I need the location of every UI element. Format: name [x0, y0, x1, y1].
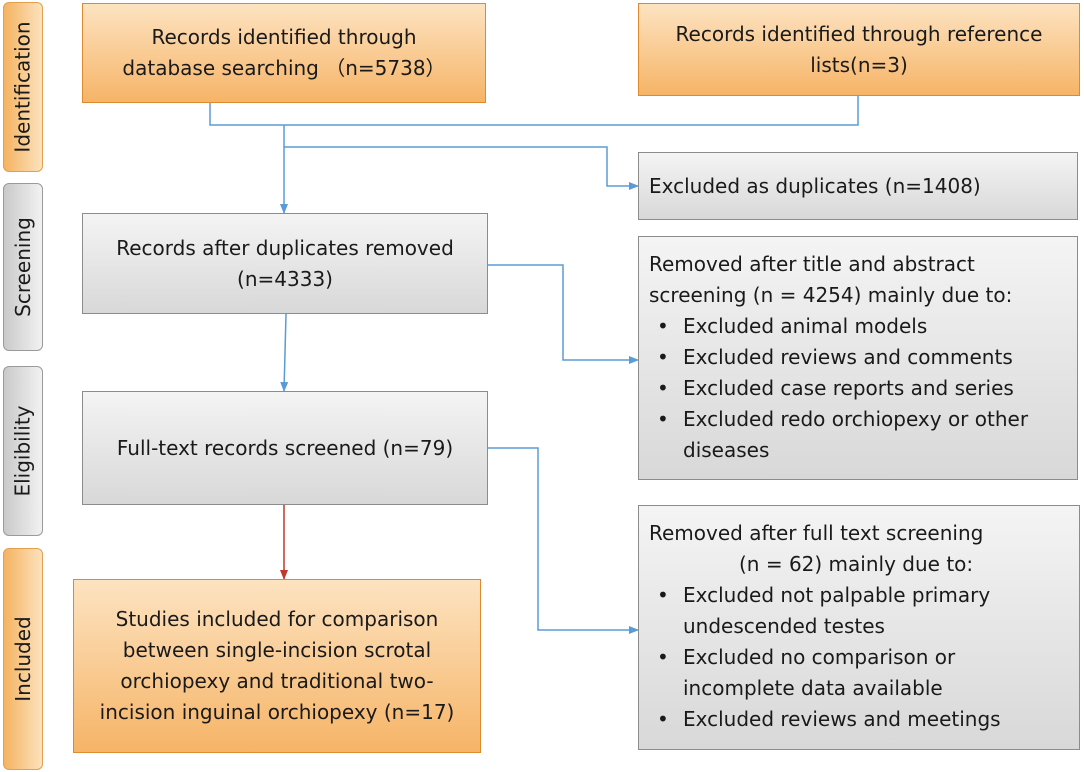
list-item: Excluded animal models: [649, 311, 1067, 342]
included-line1: Studies included for comparison: [115, 607, 439, 631]
studies-included-box: Studies included for comparison between …: [73, 579, 481, 753]
database-search-box: Records identified through database sear…: [82, 3, 486, 103]
phase-label-screening: Screening: [3, 183, 43, 351]
list-item: Excluded redo orchiopexy or other diseas…: [649, 404, 1067, 466]
list-item: Excluded case reports and series: [649, 373, 1067, 404]
included-line3: orchiopexy and traditional two-: [120, 669, 434, 693]
after-duplicates-line1: Records after duplicates removed: [116, 235, 454, 260]
fulltext-removed-reasons: Excluded not palpable primary undescende…: [649, 580, 1069, 735]
list-item: Excluded no comparison or incomplete dat…: [649, 642, 1069, 704]
arrow-to-duplicates-excluded: [284, 146, 639, 190]
phase-label-eligibility: Eligibility: [3, 366, 43, 536]
list-item: Excluded not palpable primary undescende…: [649, 580, 1069, 642]
reference-line2: lists(n=3): [810, 52, 908, 77]
included-line4: incision inguinal orchiopexy (n=17): [99, 700, 455, 724]
list-item: Excluded reviews and comments: [649, 342, 1067, 373]
list-item: Excluded reviews and meetings: [649, 704, 1069, 735]
merge-connector: [209, 96, 859, 126]
after-duplicates-box: Records after duplicates removed (n=4333…: [82, 213, 488, 314]
arrow-to-fulltext-screened: [280, 313, 289, 392]
reference-line1: Records identified through reference: [675, 21, 1043, 46]
fulltext-screened-box: Full-text records screened (n=79): [82, 391, 488, 505]
reference-lists-box: Records identified through reference lis…: [638, 3, 1080, 96]
phase-label-included: Included: [3, 548, 43, 770]
title-abstract-line2: screening (n = 4254) mainly due to:: [649, 283, 1013, 307]
database-line2: database searching （n=5738）: [122, 56, 446, 80]
fulltext-screened-text: Full-text records screened (n=79): [116, 435, 454, 460]
phase-label-identification: Identification: [3, 2, 43, 172]
included-line2: between single-incision scrotal: [122, 638, 432, 662]
fulltext-removed-line1: Removed after full text screening: [649, 521, 984, 545]
duplicates-excluded-box: Excluded as duplicates (n=1408): [638, 152, 1078, 220]
title-abstract-line1: Removed after title and abstract: [649, 252, 975, 276]
fulltext-removed-line2: (n = 62) mainly due to:: [739, 552, 974, 576]
arrow-to-title-abstract: [488, 264, 639, 364]
fulltext-removed-box: Removed after full text screening (n = 6…: [638, 505, 1080, 750]
after-duplicates-line2: (n=4333): [237, 266, 333, 291]
database-line1: Records identified through: [151, 25, 417, 49]
title-abstract-reasons: Excluded animal models Excluded reviews …: [649, 311, 1067, 466]
arrow-to-fulltext-removed: [488, 447, 639, 634]
title-abstract-removed-box: Removed after title and abstract screeni…: [638, 236, 1078, 480]
duplicates-excluded-text: Excluded as duplicates (n=1408): [649, 173, 981, 198]
